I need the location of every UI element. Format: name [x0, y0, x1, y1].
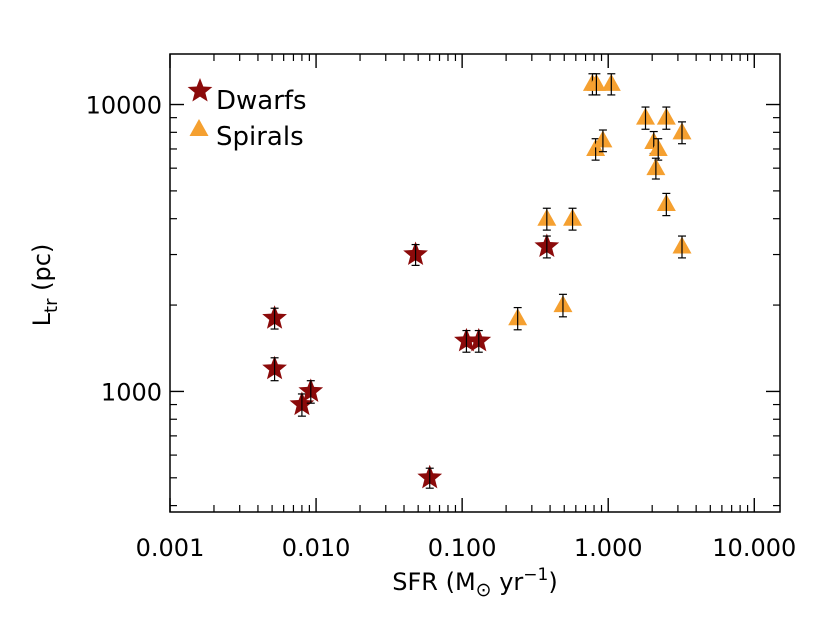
dwarfs-point — [417, 464, 443, 489]
spirals-point — [672, 235, 692, 259]
spirals-point — [601, 73, 621, 96]
legend: Dwarfs Spirals — [187, 78, 307, 152]
spirals-point — [635, 106, 655, 130]
spirals-point — [563, 207, 583, 231]
dwarfs-point — [534, 233, 560, 259]
x-tick-label: 1.000 — [574, 534, 643, 562]
dwarfs-point — [262, 355, 287, 382]
legend-item-spirals: Spirals — [189, 119, 304, 152]
x-tick-label: 10.000 — [712, 534, 796, 562]
legend-label-spirals: Spirals — [216, 122, 304, 152]
legend-marker-dwarfs — [187, 78, 213, 102]
legend-label-dwarfs: Dwarfs — [216, 86, 307, 116]
y-axis-label: Ltr (pc) — [28, 244, 62, 327]
dwarfs-point — [262, 305, 287, 330]
data-points — [262, 73, 692, 489]
dwarfs-point — [454, 327, 479, 353]
dwarfs-point — [298, 378, 324, 404]
y-tick-label: 10000 — [86, 92, 162, 120]
dwarfs-point — [403, 241, 428, 266]
spirals-point — [656, 106, 676, 130]
spirals-point — [553, 293, 573, 318]
spirals-point — [656, 192, 676, 217]
legend-item-dwarfs: Dwarfs — [187, 78, 307, 116]
spirals-point — [586, 73, 606, 96]
x-tick-label: 0.100 — [428, 534, 497, 562]
x-tick-label: 0.001 — [136, 534, 205, 562]
x-axis-label: SFR (M⊙ yr−1) — [392, 565, 557, 601]
spirals-point — [646, 157, 666, 180]
minor-ticks — [170, 54, 780, 512]
spirals-point — [508, 306, 528, 331]
spirals-point — [593, 129, 613, 153]
dwarfs-point — [289, 391, 315, 417]
tick-labels: 0.001 0.010 0.100 1.000 10.000 1000 10000 — [86, 92, 797, 562]
y-tick-label: 1000 — [101, 378, 162, 406]
plot-frame — [169, 53, 781, 513]
spirals-point — [672, 121, 692, 145]
legend-marker-spirals — [189, 119, 209, 136]
x-tick-label: 0.010 — [282, 534, 351, 562]
dwarfs-point — [466, 327, 492, 353]
spirals-point — [537, 207, 557, 231]
